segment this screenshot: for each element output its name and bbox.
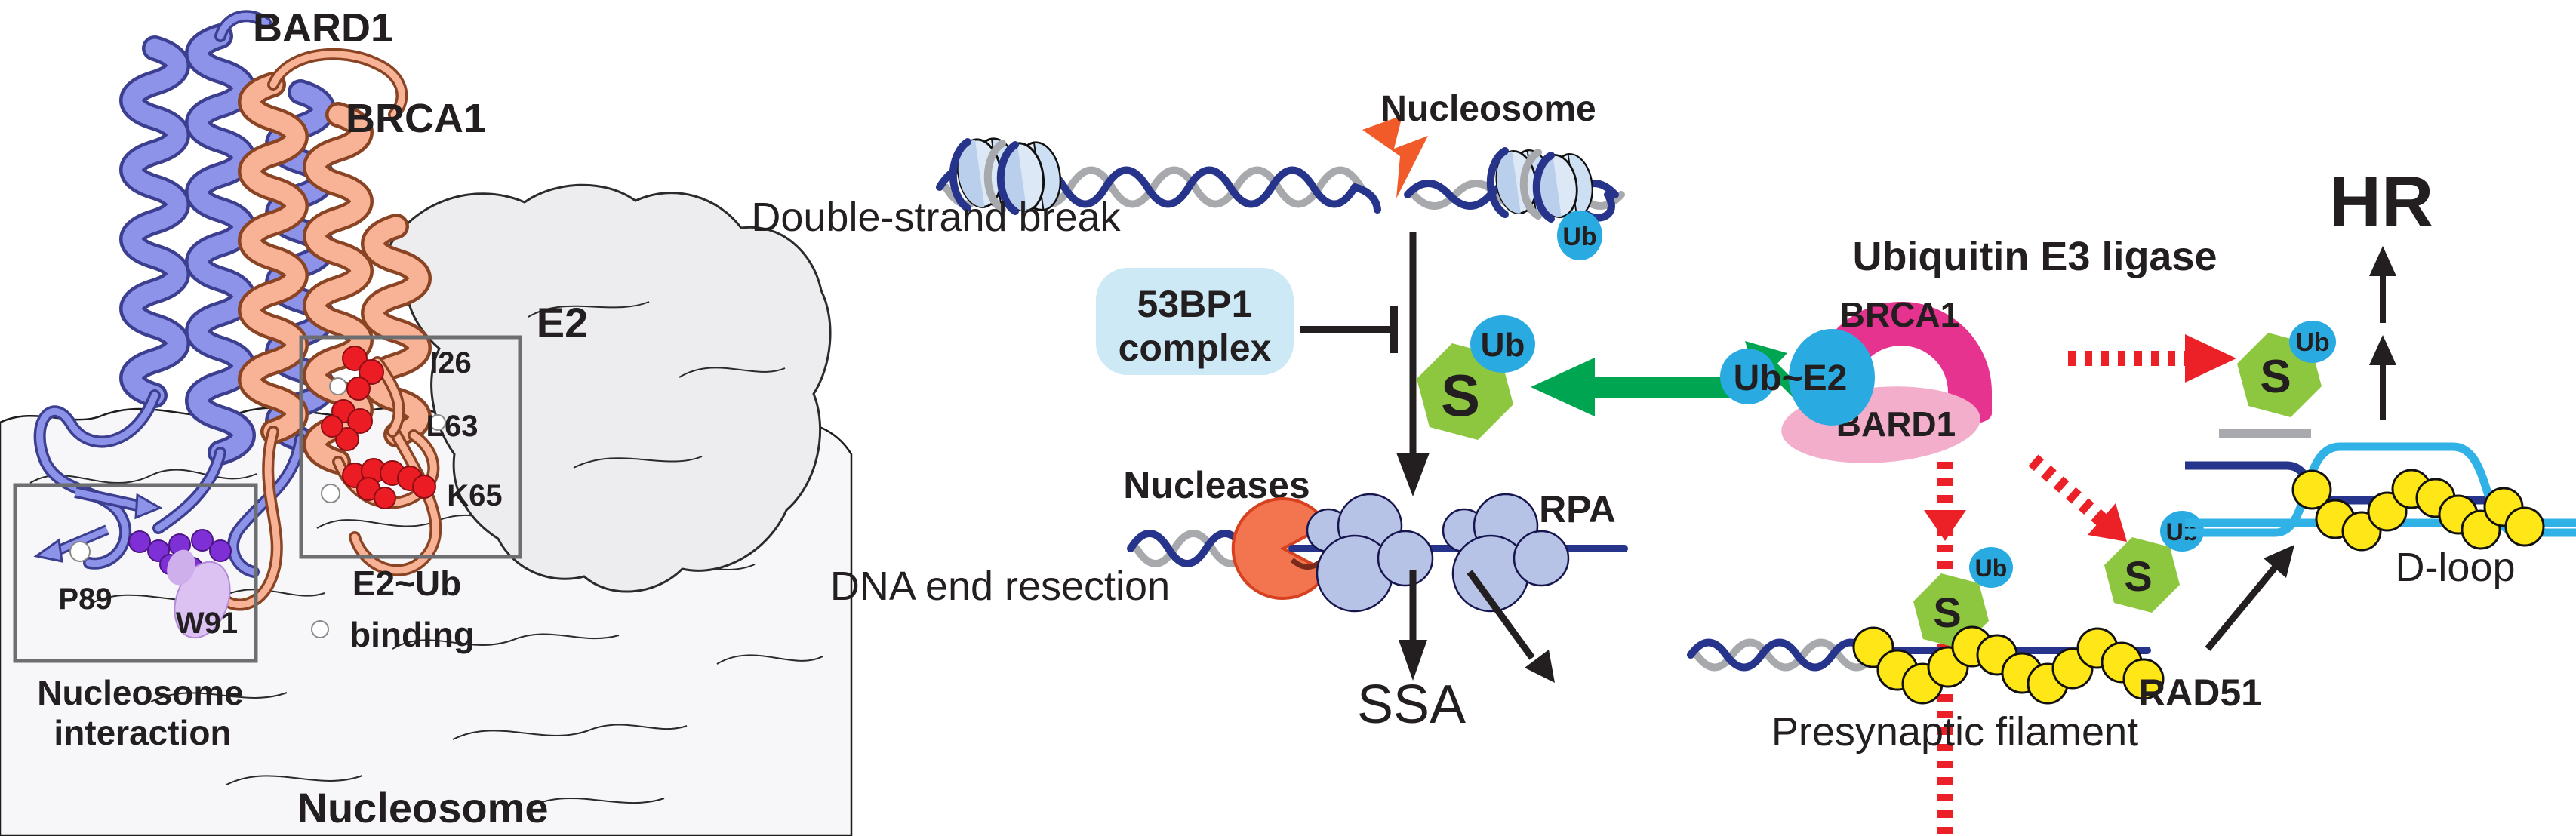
ubiquitin-label: Ub	[2295, 328, 2329, 357]
dloop-gray-end	[2219, 429, 2311, 438]
residue-l63-label: L63	[426, 410, 479, 443]
nuclease-pacman	[1231, 497, 1329, 600]
dsb-to-resection-arrow	[1396, 232, 1430, 496]
ubiquitin-circle	[1969, 547, 2013, 588]
rad51-on-dloop	[2291, 469, 2545, 552]
dsb-group: Double-strand break	[751, 115, 1428, 240]
hr-group: HR	[2329, 161, 2434, 420]
ub-e2-label: Ub~E2	[1734, 358, 1848, 398]
dloop-group: D-loop	[2185, 429, 2576, 590]
ub-nucleosome-group: Nucleosome Ub	[1380, 89, 1625, 260]
presynaptic-filament-group: RAD51 Presynaptic filament	[1687, 625, 2262, 755]
resection-group: Nucleases RPA DNA end resection	[830, 464, 1628, 613]
rad51-label: RAD51	[2138, 672, 2262, 714]
e2-surface-contours	[528, 301, 786, 469]
ubiquitin-label: Ub	[1481, 327, 1525, 364]
break-bolt-icon	[1362, 115, 1428, 198]
nucleosome-interaction-label-line1: Nucleosome	[37, 673, 244, 712]
presynaptic-to-dloop-arrow	[2205, 545, 2294, 651]
rpa-label: RPA	[1539, 488, 1616, 530]
dsb-label: Double-strand break	[751, 195, 1121, 240]
brca1-structure-label: BRCA1	[346, 96, 486, 141]
dloop-label: D-loop	[2395, 545, 2515, 590]
inhibition-tbar	[1300, 306, 1398, 353]
resection-label: DNA end resection	[830, 564, 1170, 609]
rpa-to-presynaptic-arrow	[1467, 570, 1555, 683]
substrate-ub-main: S Ub	[1417, 315, 1535, 440]
nucleosome-interaction-residues	[128, 529, 232, 639]
e3-ligase-label: Ubiquitin E3 ligase	[1852, 234, 2217, 279]
brca1-pathway-label: BRCA1	[1840, 295, 1959, 334]
e3-ligase-complex: Ubiquitin E3 ligase BRCA1 BARD1 Ub~E2	[1720, 234, 2217, 463]
residue-k65-label: K65	[447, 479, 502, 512]
ubiquitin-label: Ub	[1975, 555, 2008, 582]
ub-e2-big-circle	[1789, 329, 1875, 426]
ubiquitin-circle	[2289, 321, 2336, 363]
53bp1-label-line1: 53BP1	[1137, 283, 1253, 325]
substrate-hexagon	[2104, 537, 2180, 613]
e2-ub-binding-label-line2: binding	[349, 615, 475, 654]
red-dashed-arrow-down	[1924, 462, 1966, 836]
ubiquitin-label: Ub	[1562, 223, 1596, 251]
nucleosome-interaction-box	[13, 483, 258, 663]
residue-i26-label: I26	[429, 346, 472, 380]
substrate-label: S	[2124, 552, 2152, 600]
ubiquitin-on-nucleosome	[1557, 211, 1602, 260]
red-dashed-arrow-right	[2068, 334, 2236, 383]
53bp1-label-line2: complex	[1119, 327, 1272, 369]
e2-ub-binding-residues	[321, 346, 436, 509]
e2-surface	[382, 183, 832, 593]
53bp1-complex-box	[1096, 268, 1294, 375]
residue-w91-label: W91	[176, 607, 238, 640]
substrate-ub-hr: S Ub	[2237, 321, 2336, 417]
presynaptic-label: Presynaptic filament	[1771, 709, 2138, 755]
rpa-cluster-a	[1306, 493, 1434, 613]
red-dashed-arrow-diagonal	[2028, 454, 2127, 542]
rad51-filament	[1852, 625, 2165, 705]
substrate-label: S	[1933, 589, 1961, 636]
substrate-label: S	[1441, 362, 1480, 429]
structure-panel: BARD1 BRCA1 E2 I26 L63 K65 P89 W91 E2~Ub…	[0, 5, 853, 836]
rpa-cluster-b	[1442, 493, 1570, 613]
pathway-panel: Double-strand break Nucleosome Ub 53BP1 …	[751, 89, 2576, 836]
ub-e2-small-circle	[1720, 349, 1776, 404]
hr-label: HR	[2329, 161, 2434, 242]
53bp1-complex-group: 53BP1 complex	[1096, 268, 1398, 375]
water-molecules	[69, 377, 446, 638]
e2-ub-binding-label-line1: E2~Ub	[352, 564, 461, 603]
e2-ub-binding-box	[299, 335, 522, 559]
ubiquitin-circle	[1470, 315, 1535, 373]
ssa-label: SSA	[1357, 675, 1466, 735]
ubiquitination-arrow-main	[1531, 358, 1730, 416]
nucleosome-structure-label: Nucleosome	[297, 784, 549, 831]
bard1-ribbon	[33, 10, 323, 578]
e2-label: E2	[537, 299, 589, 346]
nucleosome-label: Nucleosome	[1380, 89, 1596, 129]
residue-p89-label: P89	[58, 582, 112, 616]
nucleosome-interaction-label-line2: interaction	[54, 713, 231, 752]
bard1-structure-label: BARD1	[253, 5, 393, 51]
ssa-group: SSA	[1357, 570, 1466, 735]
substrate-label: S	[2260, 351, 2291, 403]
